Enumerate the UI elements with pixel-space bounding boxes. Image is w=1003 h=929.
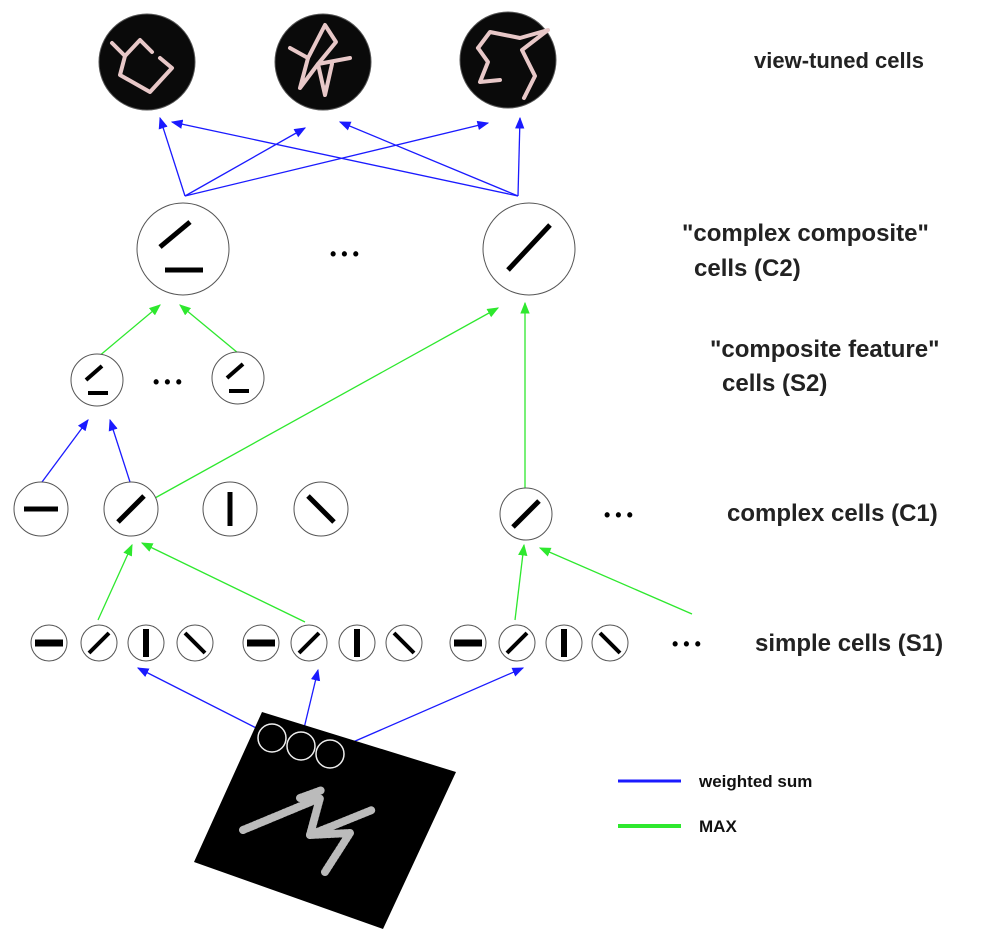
legend-label-weighted-sum: weighted sum	[698, 772, 812, 791]
s1-cell-12	[591, 624, 629, 662]
s1-ellipsis: • • •	[672, 634, 701, 654]
c2-ellipsis: • • •	[330, 244, 359, 264]
c1-cell-vertical	[202, 481, 258, 537]
s1-c-to-c1	[514, 543, 528, 621]
view-tuned-cell-3	[459, 11, 557, 109]
image-to-s1-c	[329, 667, 525, 753]
c1-cell-diagonal-2	[499, 487, 553, 541]
view-tuned-cells	[98, 11, 557, 111]
c2-left-to-view2	[184, 127, 307, 197]
label-s2-line1: "composite feature"	[710, 336, 939, 363]
s2-ellipsis: • • •	[153, 372, 182, 392]
label-s2-line2: cells (S2)	[722, 370, 827, 397]
legend-item-weighted-sum: weighted sum	[618, 772, 812, 791]
s1-cell-11	[545, 624, 583, 662]
c2-right-to-view1	[170, 119, 519, 197]
c2-cell-corner	[136, 202, 230, 296]
s2-right-to-c2	[179, 304, 239, 354]
level-labels: view-tuned cells "complex composite" cel…	[682, 48, 943, 657]
s2-cell-1	[70, 353, 124, 407]
c1-cell-horizontal	[13, 481, 69, 537]
s1-cell-7	[338, 624, 376, 662]
receptive-field-circles	[257, 723, 345, 769]
s1-cell-1	[30, 624, 68, 662]
c1-cell-anti-diagonal	[293, 481, 349, 537]
c1-ellipsis: • • •	[604, 505, 633, 525]
legend-item-max: MAX	[618, 817, 737, 836]
s2-cell-2	[211, 351, 265, 405]
weighted-sum-connections	[41, 116, 525, 753]
c2-cells: • • •	[136, 202, 576, 296]
c1-cell-diagonal	[103, 481, 159, 537]
label-c1: complex cells (C1)	[727, 500, 938, 527]
label-view-tuned: view-tuned cells	[754, 48, 924, 73]
c1-d-to-c2-right	[154, 307, 500, 499]
c1-h-to-s2	[41, 419, 89, 483]
c2-right-to-view2	[338, 121, 519, 197]
s1-cell-6	[290, 624, 328, 662]
c2-left-to-view3	[184, 120, 490, 197]
input-letter-strokes	[239, 786, 376, 876]
label-c2-line1: "complex composite"	[682, 220, 929, 247]
max-connections	[97, 301, 693, 623]
image-to-s1-a	[136, 667, 271, 736]
s2-cells: • • •	[70, 351, 265, 407]
c2-left-to-view1	[158, 116, 186, 197]
legend: weighted sum MAX	[618, 772, 812, 836]
s1-cell-5	[242, 624, 280, 662]
s1-cell-9	[449, 624, 487, 662]
s1-a-to-c1	[97, 543, 133, 621]
s1-cell-8	[385, 624, 423, 662]
label-s1: simple cells (S1)	[755, 630, 943, 657]
s2-left-to-c2	[97, 304, 161, 358]
input-image	[194, 712, 456, 929]
c2-cell-diagonal	[482, 202, 576, 296]
view-tuned-cell-2	[274, 13, 372, 111]
c2-right-to-view3	[515, 116, 525, 197]
s1-b-to-c1	[140, 542, 306, 623]
label-c2-line2: cells (C2)	[694, 255, 801, 282]
c1-d-to-s2	[108, 418, 131, 483]
view-tuned-cell-1	[98, 13, 196, 111]
c1-cells: • • •	[13, 481, 633, 541]
legend-label-max: MAX	[699, 817, 737, 836]
s1-cell-3	[127, 624, 165, 662]
s1-cell-10	[498, 624, 536, 662]
s1-cells: • • •	[30, 624, 701, 662]
s1-cell-2	[80, 624, 118, 662]
s1-dots-to-c1	[538, 547, 693, 615]
s1-cell-4	[176, 624, 214, 662]
